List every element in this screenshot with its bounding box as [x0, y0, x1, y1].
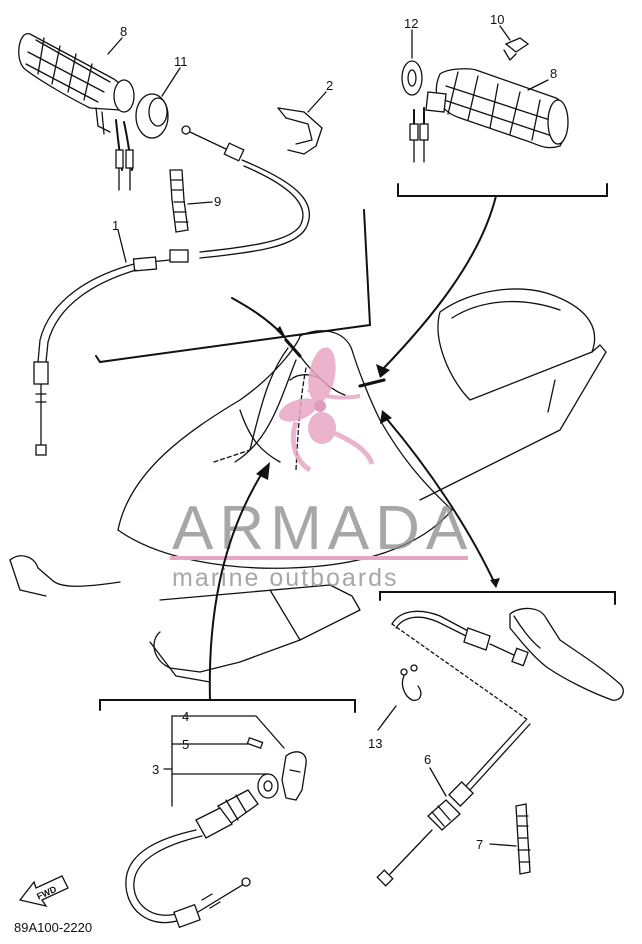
callout-9: 9: [214, 194, 221, 209]
callout-2: 2: [326, 78, 333, 93]
watermark-rule: [170, 556, 468, 560]
watermark-subtitle: marine outboards: [172, 564, 399, 592]
armada-watermark: ARMADA marine outboards: [170, 347, 473, 592]
cable-clip: [277, 107, 323, 155]
cable-tie-left: [169, 169, 189, 233]
group-left-grip: [18, 33, 372, 456]
callout-3: 3: [152, 762, 159, 777]
callout-13: 13: [368, 736, 382, 751]
callout-4: 4: [182, 709, 189, 724]
callout-6: 6: [424, 752, 431, 767]
grip-collar: [135, 93, 169, 139]
callout-12: 12: [404, 16, 418, 31]
callout-10: 10: [490, 12, 504, 27]
throttle-cable: [33, 125, 311, 456]
connector-arrows: [208, 195, 500, 701]
grip-left: [18, 33, 135, 191]
callout-8-left: 8: [120, 24, 127, 39]
callout-5: 5: [182, 737, 189, 752]
fwd-arrow: FWD: [18, 875, 69, 908]
callout-11: 11: [174, 54, 188, 69]
callout-labels: 1 2 3 4 5 6 7 8 8 9 10 11 12 13: [112, 12, 557, 852]
watermark-title: ARMADA: [172, 494, 473, 563]
callout-8-right: 8: [550, 66, 557, 81]
group-throttle-lever: [99, 699, 356, 929]
propeller-logo: [278, 347, 375, 473]
callout-1: 1: [112, 218, 119, 233]
group-right-grip: [397, 25, 608, 197]
group-brake-lever: [376, 591, 624, 887]
snowmobile-illustration: [9, 288, 607, 683]
part-code: 89A100-2220: [14, 920, 92, 935]
callout-7: 7: [476, 837, 483, 852]
